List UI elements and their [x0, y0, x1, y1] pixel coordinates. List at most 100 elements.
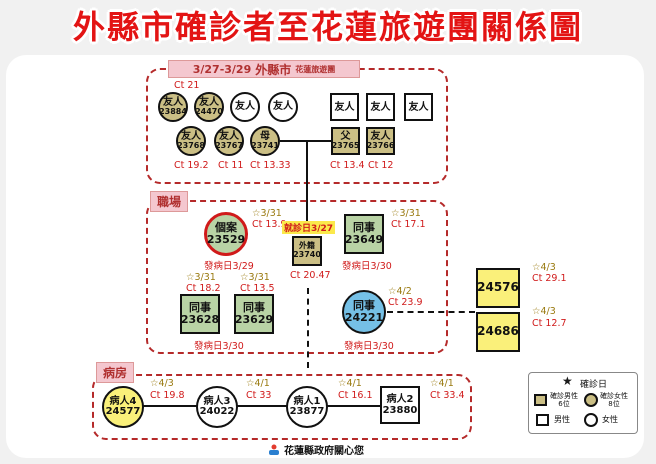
dashed-link-work-ward — [307, 288, 309, 368]
female-case-23884: 友人 23884 — [158, 92, 188, 122]
onset-23649: 發病日3/30 — [342, 261, 392, 272]
tour-ct-21: Ct 21 — [174, 80, 200, 91]
node-id: 23765 — [331, 141, 360, 151]
ct-23629: Ct 13.5 — [240, 283, 275, 294]
footer-text: 花蓮縣政府關心您 — [284, 446, 364, 457]
ct-24577: Ct 19.8 — [150, 390, 185, 401]
diag-23529: ☆3/31 — [252, 208, 282, 219]
node-id: 23740 — [293, 250, 321, 259]
node-id: 23741 — [251, 141, 279, 151]
diag-23880: ☆4/1 — [430, 378, 454, 389]
legend-male-confirmed: 確診男性 6位 — [550, 392, 578, 408]
patient2-23880: 病人2 23880 — [380, 386, 420, 424]
node-role: 友人 — [273, 100, 293, 112]
node-role: 友人 — [181, 130, 201, 142]
family-line-vertical — [306, 141, 308, 230]
visit-date-label: 就診日3/27 — [282, 221, 336, 234]
ct-23649: Ct 17.1 — [391, 219, 426, 230]
page-title: 外縣市確診者至花蓮旅遊團關係圖 — [72, 8, 583, 46]
legend-female-confirmed-label: 確診女性 — [600, 392, 628, 400]
ct-24221: Ct 23.9 — [388, 297, 423, 308]
female-case-23741: 母 23741 — [250, 126, 280, 156]
node-id: 24576 — [477, 280, 519, 295]
patient4-24577: 病人4 24577 — [102, 386, 144, 428]
node-role: 病人4 — [109, 395, 137, 407]
coworker-23629: 同事 23629 — [234, 294, 274, 334]
male-case-23765: 父 23765 — [331, 127, 360, 155]
coworker-23649: 同事 23649 — [344, 214, 384, 254]
female-case-23768: 友人 23768 — [176, 126, 206, 156]
tour-origin: 外縣市 — [255, 62, 292, 77]
ct-23765: Ct 13.4 — [330, 160, 365, 171]
node-role: 友人 — [163, 96, 183, 108]
node-id: 23884 — [159, 107, 187, 117]
ct-24686: Ct 12.7 — [532, 318, 567, 329]
legend-female-count: 8位 — [608, 400, 620, 408]
ct-23767: Ct 11 — [218, 160, 244, 171]
tour-dates: 3/27-3/29 — [192, 62, 252, 76]
ct-24022: Ct 33 — [246, 390, 272, 401]
workplace-header: 職場 — [150, 191, 189, 212]
node-id: 23767 — [215, 141, 243, 151]
male-case-24576: 24576 — [476, 268, 520, 308]
ward-header: 病房 — [96, 362, 135, 383]
ct-23529: Ct 13.9 — [252, 219, 287, 230]
male-friend-2: 友人 — [366, 93, 395, 121]
legend-female-icon — [584, 413, 598, 427]
onset-pair: 發病日3/30 — [194, 341, 244, 352]
female-friend-2: 友人 — [268, 92, 298, 122]
node-role: 友人 — [408, 101, 429, 113]
diag-24022: ☆4/1 — [246, 378, 270, 389]
node-role: 病人2 — [386, 394, 414, 405]
node-role: 同事 — [243, 300, 265, 314]
ct-23877: Ct 16.1 — [338, 390, 373, 401]
patient3-24022: 病人3 24022 — [196, 386, 238, 428]
diag-23877: ☆4/1 — [338, 378, 362, 389]
legend-female: 女性 — [602, 415, 618, 424]
node-role: 病人3 — [203, 395, 231, 407]
legend-star-icon: ★ — [562, 374, 573, 388]
tour-subtitle: 花蓮旅遊團 — [295, 64, 336, 74]
node-role: 同事 — [353, 299, 375, 313]
patient1-23877: 病人1 23877 — [286, 386, 328, 428]
legend-male-confirmed-label: 確診男性 — [550, 392, 578, 400]
ct-24576: Ct 29.1 — [532, 273, 567, 284]
node-role: 友人 — [199, 96, 219, 108]
legend-female-confirmed: 確診女性 8位 — [600, 392, 628, 408]
diag-24576: ☆4/3 — [532, 262, 556, 273]
node-id: 23628 — [180, 313, 220, 326]
node-role: 個案 — [215, 221, 237, 235]
female-case-24470: 友人 24470 — [194, 92, 224, 122]
node-id: 23877 — [289, 406, 325, 417]
node-role: 友人 — [370, 131, 391, 143]
coworker-23628: 同事 23628 — [180, 294, 220, 334]
node-role: 友人 — [219, 130, 239, 142]
ct-23628: Ct 18.2 — [186, 283, 221, 294]
male-friend-3: 友人 — [404, 93, 433, 121]
node-role: 同事 — [353, 220, 375, 234]
legend-male: 男性 — [554, 415, 570, 424]
node-id: 24022 — [199, 406, 235, 417]
legend-male-count: 6位 — [558, 400, 570, 408]
node-role: 病人1 — [293, 395, 321, 407]
diag-23629: ☆3/31 — [240, 272, 270, 283]
legend-male-icon — [536, 414, 549, 426]
female-friend-1: 友人 — [230, 92, 260, 122]
node-id: 24577 — [105, 406, 141, 417]
male-case-23766: 友人 23766 — [366, 127, 395, 155]
node-role: 同事 — [189, 300, 211, 314]
node-id: 24686 — [477, 324, 519, 339]
node-role: 母 — [260, 130, 270, 142]
diag-24577: ☆4/3 — [150, 378, 174, 389]
diag-24221: ☆4/2 — [388, 286, 412, 297]
male-case-24686: 24686 — [476, 312, 520, 352]
node-id: 24470 — [195, 107, 223, 117]
family-line-horizontal — [280, 140, 331, 142]
dashed-link-24221-side — [387, 311, 475, 313]
node-role: 父 — [340, 131, 351, 143]
ct-23880: Ct 33.4 — [430, 390, 465, 401]
node-id: 23629 — [234, 313, 274, 326]
node-role: 友人 — [370, 101, 391, 113]
male-friend-1: 友人 — [330, 93, 359, 121]
node-role: 友人 — [235, 100, 255, 112]
